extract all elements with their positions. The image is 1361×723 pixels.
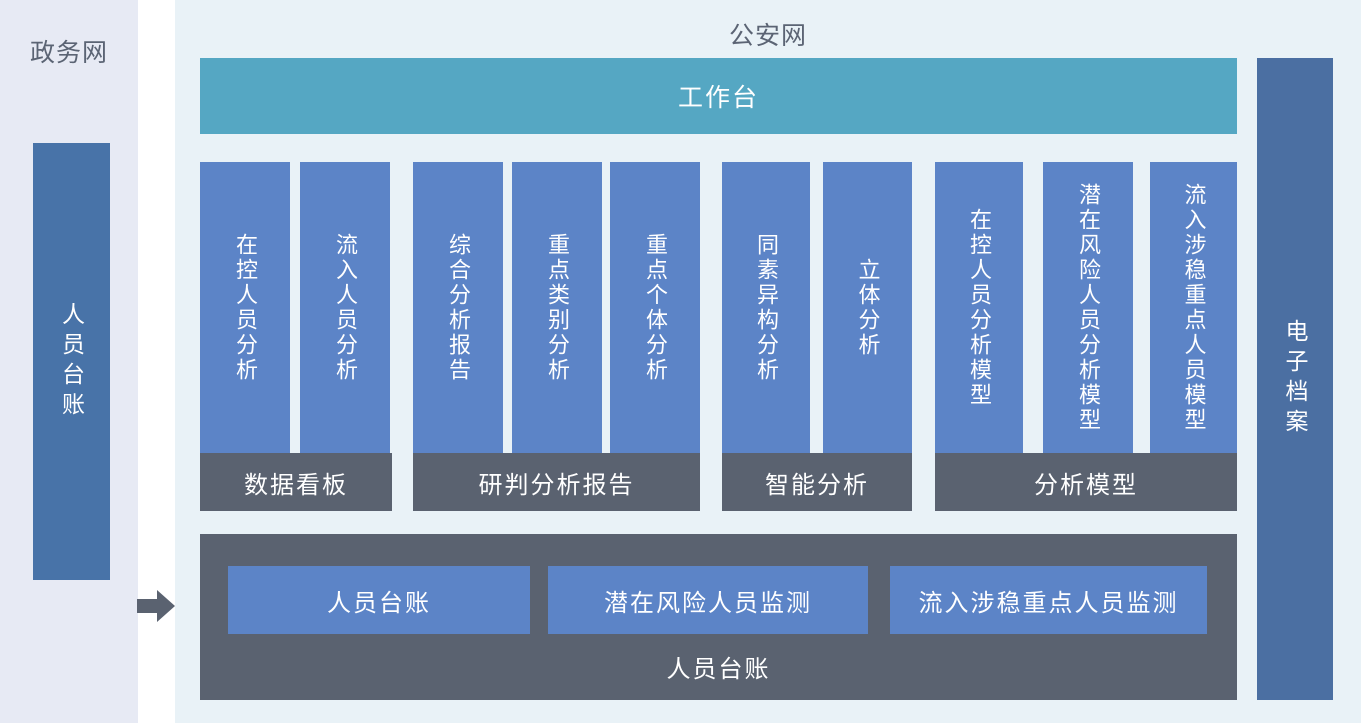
column-stereo-analysis: 立体分析	[823, 162, 912, 453]
group-footer-analysis-model: 分析模型	[935, 453, 1237, 511]
inflow-key-personnel-monitoring-block: 流入涉稳重点人员监测	[890, 566, 1207, 634]
right-arrow-icon	[137, 588, 175, 624]
column-label: 流入涉稳重点人员模型	[1181, 182, 1207, 433]
personnel-ledger-source-bar: 人员台账	[33, 143, 110, 580]
group-footer-label: 研判分析报告	[478, 471, 635, 499]
column-label: 综合分析报告	[446, 232, 471, 383]
column-key-individual-analysis: 重点个体分析	[610, 162, 700, 453]
group-footer-data-dashboard: 数据看板	[200, 453, 392, 511]
group-footer-label: 数据看板	[244, 471, 348, 499]
column-controlled-personnel-analysis-model: 在控人员分析模型	[935, 162, 1023, 453]
personnel-ledger-block: 人员台账	[228, 566, 530, 634]
electronic-archive-bar: 电子档案	[1257, 58, 1333, 700]
workbench-label: 工作台	[677, 84, 759, 112]
column-potential-risk-personnel-analysis-model: 潜在风险人员分析模型	[1043, 162, 1133, 453]
column-key-category-analysis: 重点类别分析	[512, 162, 602, 453]
group-footer-label: 分析模型	[1034, 471, 1138, 499]
personnel-ledger-box-footer: 人员台账	[200, 648, 1237, 684]
column-inflow-personnel-analysis: 流入人员分析	[300, 162, 390, 453]
electronic-archive-label: 电子档案	[1282, 319, 1308, 439]
column-label: 重点类别分析	[545, 232, 570, 383]
column-label: 流入人员分析	[333, 232, 358, 383]
potential-risk-monitoring-block: 潜在风险人员监测	[548, 566, 868, 634]
column-label: 在控人员分析模型	[967, 207, 992, 408]
column-comprehensive-analysis-report: 综合分析报告	[413, 162, 503, 453]
column-label: 潜在风险人员分析模型	[1076, 182, 1101, 433]
column-label: 重点个体分析	[643, 232, 668, 383]
box-footer-label: 人员台账	[666, 655, 771, 683]
block-label: 流入涉稳重点人员监测	[918, 589, 1179, 617]
group-footer-analysis-report: 研判分析报告	[413, 453, 700, 511]
public-security-network-title: 公安网	[728, 22, 807, 50]
government-network-title: 政务网	[29, 39, 108, 67]
column-label: 同素异构分析	[754, 232, 779, 383]
column-inflow-key-personnel-model: 流入涉稳重点人员模型	[1150, 162, 1237, 453]
group-footer-intelligent-analysis: 智能分析	[722, 453, 912, 511]
personnel-ledger-source-label: 人员台账	[58, 301, 85, 422]
column-label: 立体分析	[855, 257, 881, 358]
column-controlled-personnel-analysis: 在控人员分析	[200, 162, 290, 453]
block-label: 人员台账	[327, 589, 431, 617]
column-label: 在控人员分析	[233, 232, 258, 383]
block-label: 潜在风险人员监测	[604, 589, 812, 617]
workbench-bar: 工作台	[200, 58, 1237, 134]
group-footer-label: 智能分析	[765, 471, 869, 499]
column-isomer-analysis: 同素异构分析	[722, 162, 810, 453]
